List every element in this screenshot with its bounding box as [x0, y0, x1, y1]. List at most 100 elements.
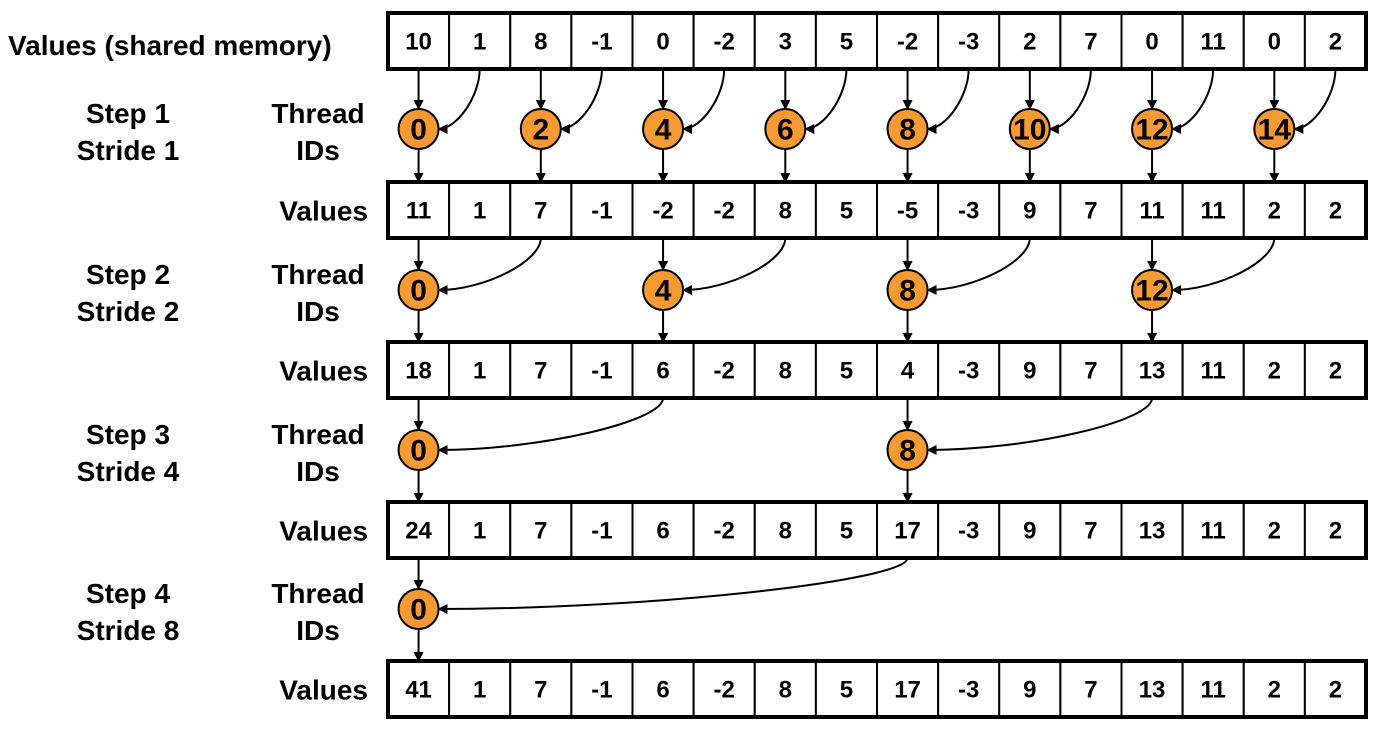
value-cell-text: 7: [1084, 677, 1097, 704]
thread-id-text: 8: [899, 114, 916, 147]
value-cell: [509, 660, 573, 718]
thread-label-line2: IDs: [296, 296, 340, 327]
value-cell: [570, 501, 634, 559]
stride-label: Stride 4: [77, 456, 180, 487]
value-cell: [692, 660, 756, 718]
arrow-read-b: [1171, 68, 1215, 134]
value-cell: [998, 12, 1062, 70]
value-cell-text: 11: [1139, 198, 1164, 225]
value-cell: [1242, 12, 1306, 70]
value-cell-text: -2: [714, 358, 735, 385]
header-label: Values (shared memory): [8, 30, 332, 61]
value-cell: [509, 181, 573, 239]
value-cell-text: 0: [656, 29, 669, 56]
thread-label-line2: IDs: [296, 615, 340, 646]
step-label: Step 1: [86, 98, 170, 129]
value-cell: [1242, 181, 1306, 239]
thread-label-line1: Thread: [271, 419, 364, 450]
value-cell-text: 13: [1139, 518, 1166, 545]
value-cell: [876, 181, 940, 239]
arrow-read-b: [437, 557, 909, 614]
value-cell-text: 11: [1201, 358, 1226, 385]
value-cell-text: 11: [1201, 29, 1226, 56]
value-cell-text: 9: [1023, 198, 1036, 225]
value-cell-text: 8: [779, 198, 792, 225]
thread-circle: [397, 269, 440, 311]
value-cell-text: 2: [1268, 358, 1281, 385]
value-cell-text: 6: [656, 518, 669, 545]
value-cell-text: -2: [714, 29, 735, 56]
value-cell-text: 7: [1084, 198, 1097, 225]
value-cell: [998, 660, 1062, 718]
value-cell-text: 2: [1329, 518, 1342, 545]
value-cell: [1059, 501, 1123, 559]
value-cell-text: 5: [840, 518, 853, 545]
value-cell-text: 5: [840, 677, 853, 704]
arrow-read-b: [437, 68, 481, 134]
value-cell-text: 2: [1268, 198, 1281, 225]
thread-id-text: 4: [655, 275, 672, 308]
value-cell-text: 9: [1023, 677, 1036, 704]
value-cell-text: 7: [534, 198, 547, 225]
arrow-read-b: [437, 237, 542, 295]
value-cell-text: -5: [897, 198, 918, 225]
thread-label-line2: IDs: [296, 135, 340, 166]
values-row-outline: [386, 180, 1368, 240]
value-cell-text: 2: [1329, 358, 1342, 385]
value-cell-text: 11: [1201, 677, 1226, 704]
thread-id-text: 0: [410, 114, 427, 147]
value-cell: [631, 341, 695, 399]
value-cell: [1059, 341, 1123, 399]
value-cell: [509, 341, 573, 399]
value-cell-text: 13: [1139, 677, 1166, 704]
value-cell-text: 4: [901, 358, 915, 385]
values-row-outline: [386, 659, 1368, 719]
arrow-read-b: [1048, 68, 1092, 134]
value-cell: [876, 660, 940, 718]
value-cell: [692, 501, 756, 559]
thread-id-text: 14: [1258, 114, 1292, 147]
thread-circle: [642, 108, 685, 150]
value-cell-text: -1: [591, 677, 612, 704]
value-cell-text: -3: [958, 677, 979, 704]
value-cell: [1303, 341, 1367, 399]
thread-id-text: 8: [899, 435, 916, 468]
value-cell-text: -2: [714, 518, 735, 545]
arrow-read-b: [926, 68, 970, 134]
value-cell-text: 7: [1084, 29, 1097, 56]
value-cell: [998, 181, 1062, 239]
value-cell-text: 8: [779, 677, 792, 704]
value-cell-text: -3: [958, 358, 979, 385]
value-cell-text: -1: [591, 198, 612, 225]
value-cell: [1303, 181, 1367, 239]
value-cell-text: 3: [779, 29, 792, 56]
labels-layer: Values (shared memory)ValuesValuesValues…: [8, 30, 368, 706]
value-cell-text: 2: [1268, 518, 1281, 545]
value-cell-text: 10: [405, 29, 432, 56]
value-cell: [814, 660, 878, 718]
value-cell-text: 9: [1023, 358, 1036, 385]
value-cell: [631, 501, 695, 559]
arrow-read-b: [437, 397, 665, 455]
arrow-read-b: [926, 397, 1154, 455]
thread-id-text: 0: [410, 275, 427, 308]
step-label: Step 4: [86, 578, 170, 609]
value-cell-text: 41: [405, 677, 432, 704]
value-cell-text: 11: [1201, 198, 1226, 225]
value-cell-text: 18: [405, 358, 432, 385]
value-cell: [1242, 501, 1306, 559]
value-cell-text: -3: [958, 198, 979, 225]
value-cell-text: 2: [1023, 29, 1036, 56]
value-cell: [1181, 501, 1245, 559]
value-cell-text: 5: [840, 358, 853, 385]
value-cell-text: 7: [534, 518, 547, 545]
thread-circle: [519, 108, 562, 150]
value-cell: [1242, 341, 1306, 399]
thread-circle: [886, 429, 929, 471]
value-cell-text: -2: [652, 198, 673, 225]
